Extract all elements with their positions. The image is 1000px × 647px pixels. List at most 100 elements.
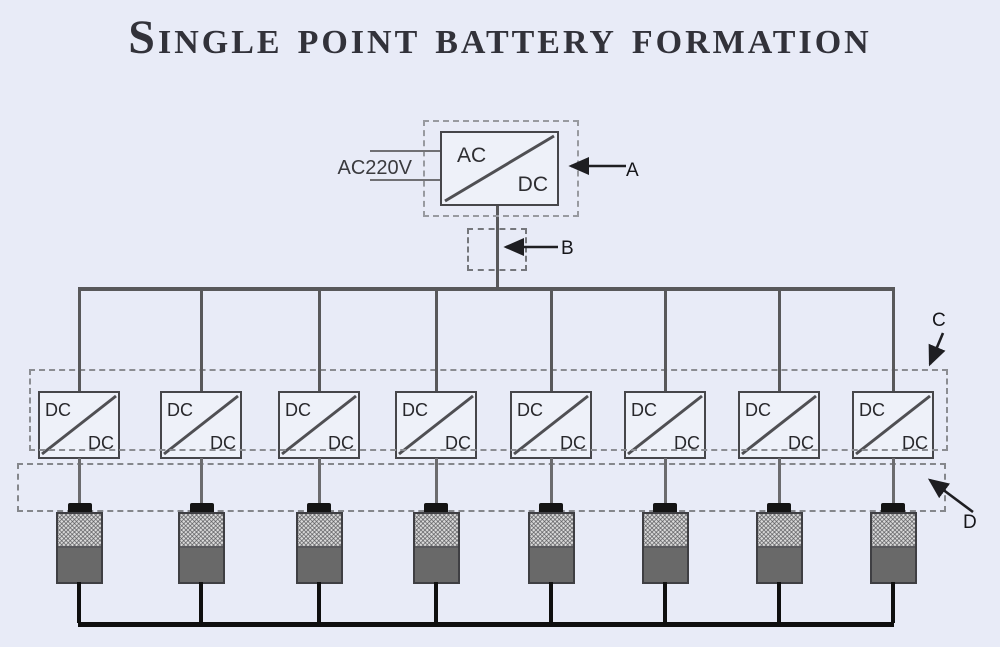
ac-input-wire-bottom <box>370 179 441 181</box>
dc-out-label: DC <box>902 433 928 453</box>
battery-terminal <box>190 503 214 513</box>
battery-feed-wire <box>435 458 438 505</box>
battery-cell <box>528 512 575 584</box>
bus-drop-wire <box>200 287 203 391</box>
ac-side-label: AC <box>457 144 487 167</box>
battery-hatch-section <box>758 514 801 546</box>
battery-return-wire <box>77 582 81 623</box>
battery-cell <box>56 512 103 584</box>
converter-group-dashed-outline <box>29 369 948 451</box>
rectifier-output-wire <box>496 200 499 288</box>
battery-return-wire <box>777 582 781 623</box>
dc-dc-converter: DC DC <box>160 391 242 459</box>
dc-dc-converter: DC DC <box>738 391 820 459</box>
bus-drop-wire <box>78 287 81 391</box>
dc-dc-converter: DC DC <box>278 391 360 459</box>
battery-hatch-section <box>644 514 687 546</box>
callout-b-arrow-icon <box>503 237 558 257</box>
battery-solid-section <box>58 546 101 582</box>
callout-c-label: C <box>932 310 946 331</box>
battery-cell <box>413 512 460 584</box>
battery-hatch-section <box>298 514 341 546</box>
battery-cell <box>870 512 917 584</box>
converter-diagonal-icon <box>444 134 555 203</box>
bus-drop-wire <box>435 287 438 391</box>
battery-terminal <box>767 503 791 513</box>
dc-in-label: DC <box>402 400 428 420</box>
ground-bus-line <box>78 622 894 627</box>
battery-feed-wire <box>200 458 203 505</box>
dc-out-label: DC <box>560 433 586 453</box>
dc-in-label: DC <box>517 400 543 420</box>
battery-terminal <box>881 503 905 513</box>
battery-hatch-section <box>530 514 573 546</box>
battery-solid-section <box>180 546 223 582</box>
dc-out-label: DC <box>674 433 700 453</box>
battery-cell <box>296 512 343 584</box>
ac-dc-converter-box: AC DC <box>440 131 559 206</box>
dc-out-label: DC <box>788 433 814 453</box>
callout-d-label: D <box>963 512 977 533</box>
dc-dc-converter: DC DC <box>38 391 120 459</box>
bus-drop-wire <box>778 287 781 391</box>
battery-return-wire <box>317 582 321 623</box>
battery-feed-wire <box>892 458 895 505</box>
dc-side-label: DC <box>517 173 548 196</box>
dc-in-label: DC <box>167 400 193 420</box>
battery-solid-section <box>758 546 801 582</box>
dc-in-label: DC <box>285 400 311 420</box>
battery-terminal <box>307 503 331 513</box>
battery-hatch-section <box>872 514 915 546</box>
bus-drop-wire <box>318 287 321 391</box>
battery-terminal <box>539 503 563 513</box>
dc-out-label: DC <box>328 433 354 453</box>
connector-b-dashed-outline <box>467 228 527 271</box>
battery-solid-section <box>415 546 458 582</box>
callout-b-label: B <box>561 238 574 259</box>
callout-c-arrow-icon <box>928 332 946 367</box>
dc-out-label: DC <box>210 433 236 453</box>
callout-d-arrow-icon <box>927 478 974 514</box>
battery-solid-section <box>872 546 915 582</box>
battery-cell <box>642 512 689 584</box>
ac-input-wire-top <box>370 150 441 152</box>
diagram-title: Single point battery formation <box>128 11 872 64</box>
battery-solid-section <box>298 546 341 582</box>
battery-feed-wire <box>778 458 781 505</box>
battery-cell <box>756 512 803 584</box>
dc-in-label: DC <box>45 400 71 420</box>
battery-hatch-section <box>180 514 223 546</box>
battery-return-wire <box>663 582 667 623</box>
battery-hatch-section <box>58 514 101 546</box>
battery-cell <box>178 512 225 584</box>
battery-hatch-section <box>415 514 458 546</box>
battery-group-dashed-outline <box>17 463 946 512</box>
battery-feed-wire <box>318 458 321 505</box>
battery-feed-wire <box>550 458 553 505</box>
battery-feed-wire <box>664 458 667 505</box>
bus-drop-wire <box>664 287 667 391</box>
bus-drop-wire <box>550 287 553 391</box>
ac-input-label: AC220V <box>337 157 413 179</box>
callout-a-arrow-icon <box>568 156 626 176</box>
dc-in-label: DC <box>859 400 885 420</box>
dc-out-label: DC <box>445 433 471 453</box>
dc-in-label: DC <box>745 400 771 420</box>
callout-a-label: A <box>626 160 639 181</box>
dc-bus-line <box>78 287 895 291</box>
battery-solid-section <box>644 546 687 582</box>
battery-terminal <box>653 503 677 513</box>
battery-return-wire <box>434 582 438 623</box>
dc-dc-converter: DC DC <box>624 391 706 459</box>
battery-return-wire <box>891 582 895 623</box>
battery-solid-section <box>530 546 573 582</box>
dc-out-label: DC <box>88 433 114 453</box>
dc-in-label: DC <box>631 400 657 420</box>
dc-dc-converter: DC DC <box>510 391 592 459</box>
battery-return-wire <box>549 582 553 623</box>
battery-terminal <box>68 503 92 513</box>
battery-terminal <box>424 503 448 513</box>
battery-feed-wire <box>78 458 81 505</box>
bus-drop-wire <box>892 287 895 391</box>
